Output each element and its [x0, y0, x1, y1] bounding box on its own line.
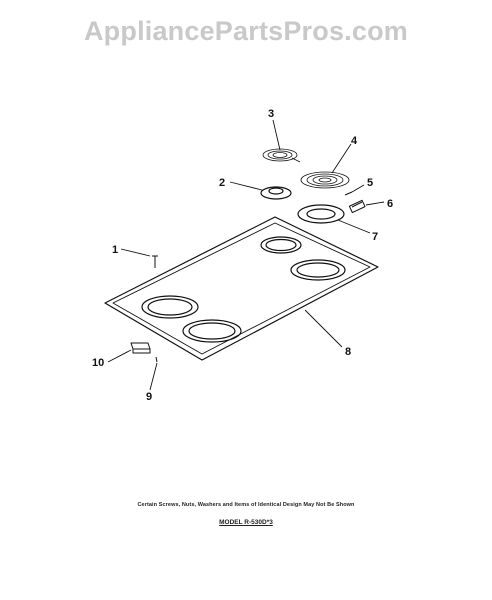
large-surface-element [300, 171, 350, 189]
callout-4: 4 [351, 135, 358, 147]
leader-5 [351, 184, 365, 193]
leader-1 [120, 248, 151, 257]
callout-9: 9 [146, 391, 152, 403]
frame-screw [152, 255, 158, 268]
leader-7 [337, 219, 371, 234]
element-receptacle [348, 199, 366, 214]
cooktop-frame-inner [112, 222, 371, 355]
parts-footnote: Certain Screws, Nuts, Washers and Items … [137, 502, 355, 508]
burner-opening-rear-right [290, 259, 346, 281]
leader-8 [304, 309, 343, 348]
callout-2: 2 [219, 177, 225, 189]
small-drip-bowl [260, 186, 292, 200]
leader-3 [272, 119, 281, 151]
callout-8: 8 [345, 346, 351, 358]
leader-9 [149, 362, 158, 391]
model-number: MODEL R-530D*3 [219, 519, 273, 526]
callout-7: 7 [372, 231, 378, 243]
leader-10 [107, 349, 132, 363]
screw [344, 191, 353, 196]
callout-10: 10 [92, 357, 104, 369]
cooktop-frame [104, 216, 379, 361]
leader-2 [229, 181, 263, 191]
callout-6: 6 [387, 198, 393, 210]
leader-6 [365, 201, 385, 206]
callout-1: 1 [112, 244, 118, 256]
burner-opening-front-right [182, 319, 242, 343]
mounting-bracket [130, 342, 151, 354]
bracket-screw [155, 356, 158, 363]
small-surface-element [262, 148, 301, 163]
burner-opening-rear-left [260, 236, 302, 254]
callout-3: 3 [268, 108, 274, 120]
callout-5: 5 [367, 177, 373, 189]
leader-4 [331, 143, 352, 174]
burner-opening-front-left [141, 295, 199, 319]
watermark-logo: AppliancePartsPros.com [83, 16, 408, 46]
large-drip-bowl [297, 204, 345, 224]
